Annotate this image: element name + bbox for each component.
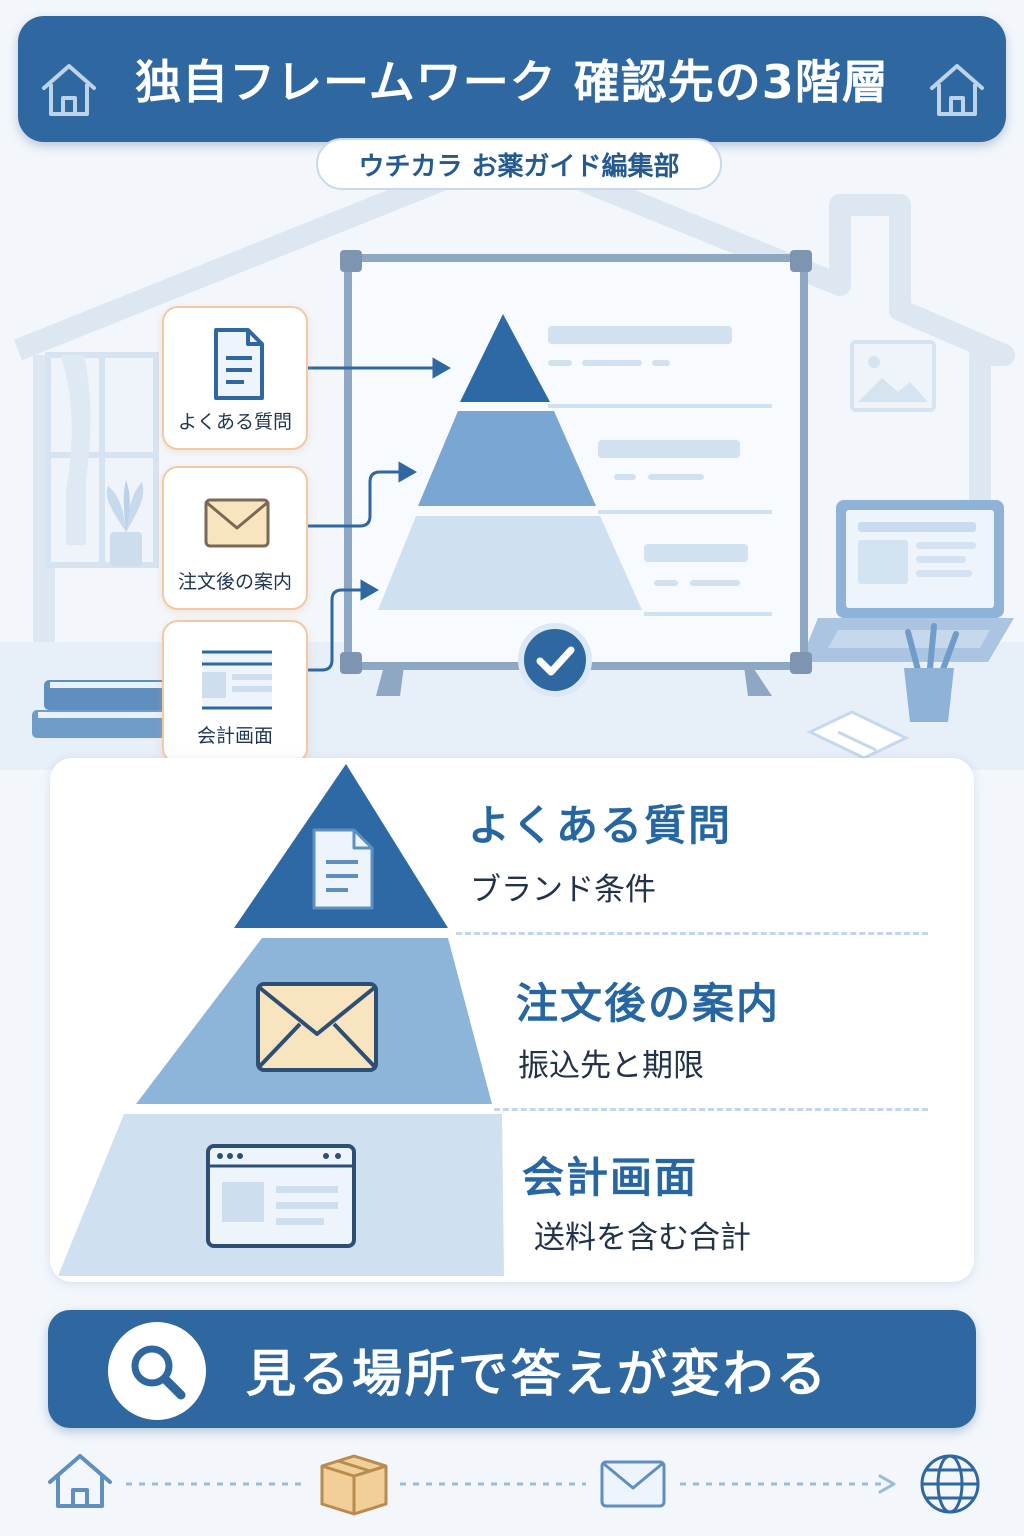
document-icon	[214, 328, 264, 400]
source-card-faq[interactable]: よくある質問	[162, 306, 308, 450]
home-icon	[930, 64, 984, 116]
connector-arrows	[306, 357, 452, 672]
room-illustration	[0, 150, 1024, 770]
notepad	[806, 710, 910, 760]
whiteboard	[340, 250, 812, 696]
page-title: 独自フレームワーク 確認先の3階層	[135, 55, 889, 109]
tier-1-detail: ブランド条件	[470, 872, 656, 908]
home-icon	[42, 64, 96, 116]
globe-icon	[920, 1454, 980, 1514]
browser-window-icon	[206, 1144, 356, 1248]
document-icon	[312, 828, 374, 910]
source-card-order-guide[interactable]: 注文後の案内	[162, 466, 308, 610]
check-icon	[518, 623, 592, 697]
plant	[106, 480, 144, 566]
package-icon	[320, 1454, 388, 1516]
tier-3-title: 会計画面	[522, 1153, 699, 1202]
tier-1-title: よくある質問	[468, 801, 733, 850]
conclusion-text: 見る場所で答えが変わる	[246, 1345, 829, 1403]
books	[32, 680, 172, 738]
tier-2-title: 注文後の案内	[516, 979, 781, 1028]
search-icon	[131, 1345, 186, 1400]
source-card-label: 注文後の案内	[177, 571, 292, 593]
source-card-checkout[interactable]: 会計画面	[162, 620, 308, 764]
title-banner	[18, 16, 1006, 142]
envelope-icon	[600, 1460, 666, 1508]
tier-3-detail: 送料を含む合計	[534, 1220, 751, 1256]
tier-divider	[494, 1108, 928, 1111]
source-card-label: よくある質問	[177, 411, 292, 433]
tier-2-detail: 振込先と期限	[518, 1048, 704, 1084]
source-card-label: 会計画面	[196, 725, 273, 747]
search-badge	[108, 1322, 206, 1420]
tier-divider	[456, 932, 928, 935]
picture-frame	[850, 340, 936, 412]
publisher-badge: ウチカラ お薬ガイド編集部	[316, 138, 722, 190]
browser-window-icon	[202, 650, 272, 710]
window	[45, 352, 159, 568]
home-icon	[48, 1454, 112, 1508]
pencil-cup	[904, 623, 959, 722]
pyramid-chart	[58, 764, 504, 1276]
envelope-icon	[256, 982, 378, 1072]
footer-flow	[48, 1454, 980, 1516]
envelope-icon	[204, 498, 270, 548]
